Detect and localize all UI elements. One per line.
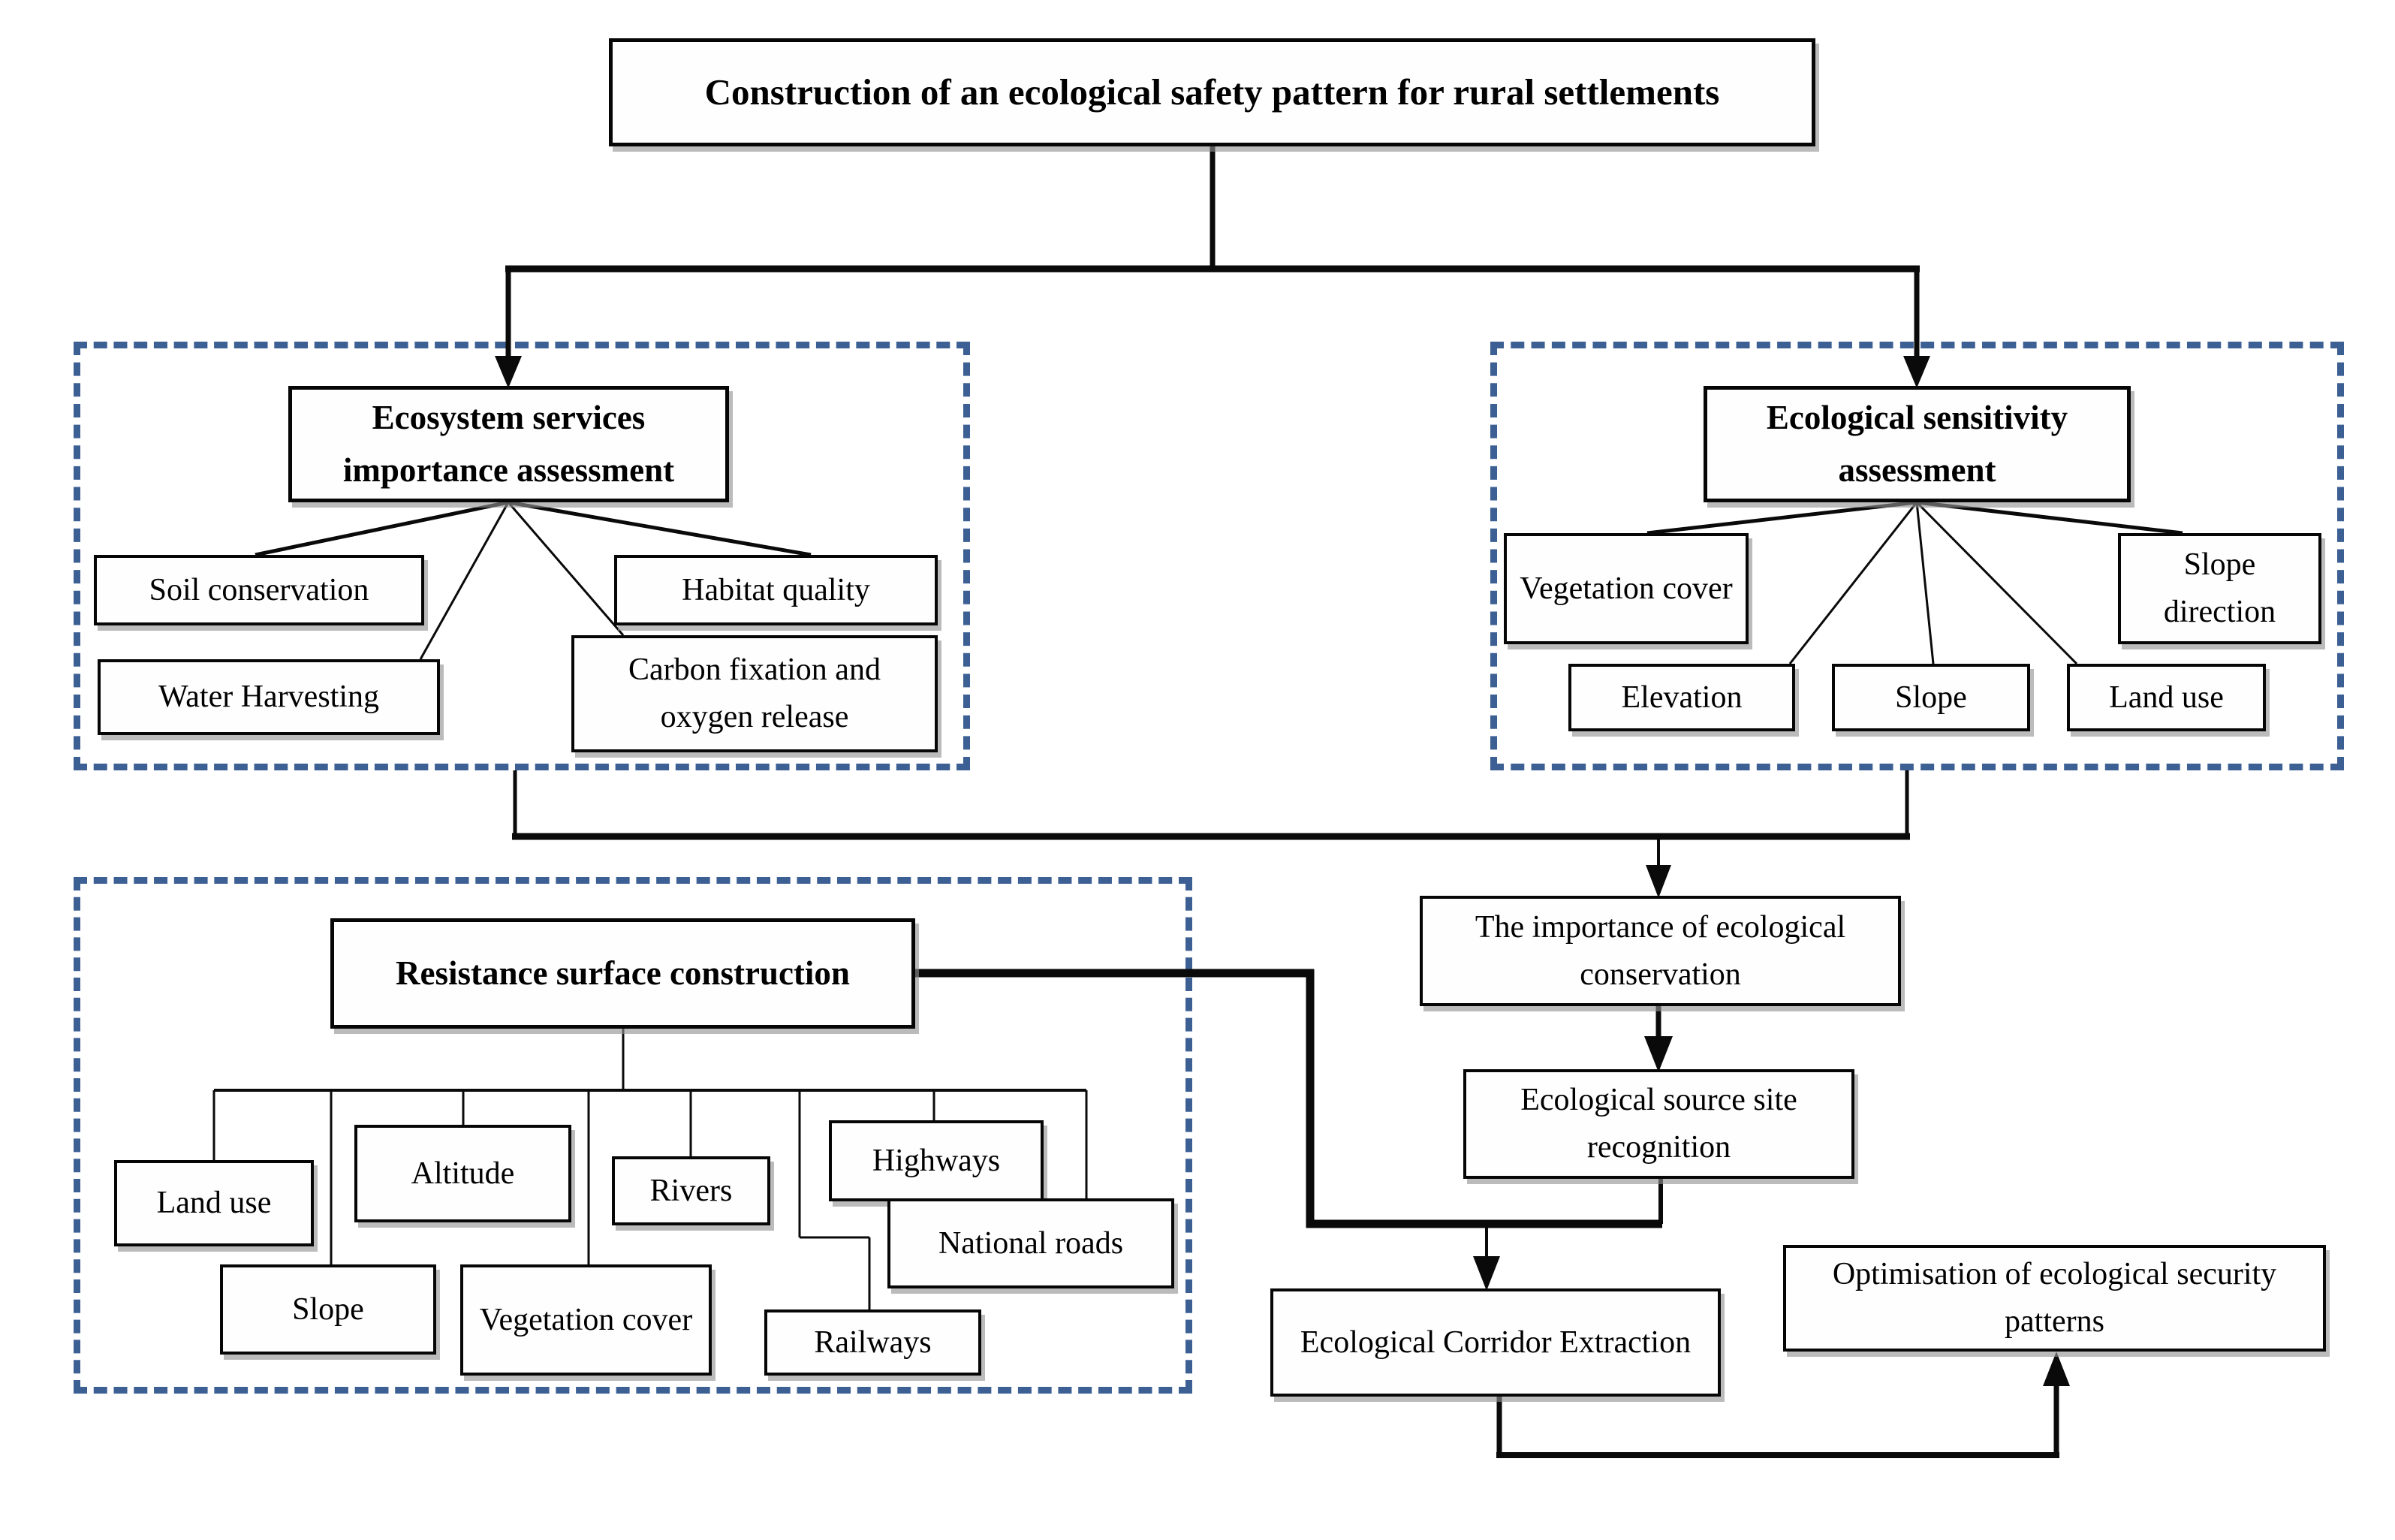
node-ecosystem-services-header: Ecosystem services importance assessment [288, 386, 729, 502]
node-label: Ecological sensitivity assessment [1766, 398, 2068, 489]
node-optimisation-security-patterns: Optimisation of ecological security patt… [1783, 1245, 2326, 1352]
node-label: Railways [814, 1325, 932, 1360]
node-label: Carbon fixation and oxygen release [628, 652, 881, 734]
node-elevation: Elevation [1568, 664, 1795, 731]
node-label: Ecosystem services importance assessment [342, 398, 675, 489]
node-importance-ecological-conservation: The importance of ecological conservatio… [1420, 896, 1901, 1006]
node-vegetation-cover-sensitivity: Vegetation cover [1504, 533, 1749, 644]
node-ecological-source-site: Ecological source site recognition [1463, 1069, 1854, 1179]
node-rivers: Rivers [612, 1156, 770, 1225]
node-label: Elevation [1621, 680, 1743, 715]
node-label: Slope [1895, 680, 1967, 715]
node-label: Soil conservation [149, 572, 369, 607]
node-label: National roads [938, 1225, 1124, 1261]
node-label: Optimisation of ecological security patt… [1832, 1257, 2277, 1339]
node-label: Highways [872, 1143, 1001, 1178]
node-altitude: Altitude [354, 1125, 571, 1222]
node-slope-direction: Slope direction [2118, 533, 2321, 644]
node-highways: Highways [829, 1120, 1044, 1201]
node-railways: Railways [764, 1309, 981, 1376]
node-label: Land use [156, 1186, 272, 1220]
node-national-roads: National roads [887, 1198, 1174, 1288]
node-carbon-fixation: Carbon fixation and oxygen release [571, 635, 938, 752]
node-label: Rivers [649, 1173, 733, 1208]
node-label: Habitat quality [682, 572, 870, 607]
node-land-use-resistance: Land use [114, 1160, 314, 1246]
node-label: Vegetation cover [1520, 571, 1733, 606]
title-box: Construction of an ecological safety pat… [609, 38, 1815, 146]
node-label: Slope direction [2163, 547, 2276, 629]
node-label: Land use [2109, 680, 2224, 715]
node-slope-sensitivity: Slope [1832, 664, 2030, 731]
node-ecological-sensitivity-header: Ecological sensitivity assessment [1704, 386, 2131, 502]
node-habitat-quality: Habitat quality [614, 555, 938, 625]
resistance-surface-group [74, 877, 1192, 1394]
node-vegetation-cover-resistance: Vegetation cover [460, 1264, 712, 1376]
node-land-use-sensitivity: Land use [2067, 664, 2266, 731]
node-water-harvesting: Water Harvesting [98, 659, 440, 735]
node-label: Vegetation cover [479, 1302, 693, 1337]
node-label: Ecological Corridor Extraction [1300, 1325, 1692, 1360]
node-label: The importance of ecological conservatio… [1475, 909, 1846, 992]
node-slope-resistance: Slope [220, 1264, 436, 1355]
node-label: Altitude [411, 1156, 515, 1191]
node-label: Resistance surface construction [396, 954, 850, 992]
node-label: Water Harvesting [158, 680, 379, 714]
title-text: Construction of an ecological safety pat… [704, 71, 1720, 113]
node-ecological-corridor-extraction: Ecological Corridor Extraction [1270, 1288, 1721, 1397]
node-label: Ecological source site recognition [1520, 1083, 1797, 1165]
node-soil-conservation: Soil conservation [94, 555, 424, 625]
ecosystem-services-group [74, 342, 970, 770]
node-label: Slope [292, 1291, 364, 1327]
node-resistance-surface-header: Resistance surface construction [330, 918, 915, 1029]
